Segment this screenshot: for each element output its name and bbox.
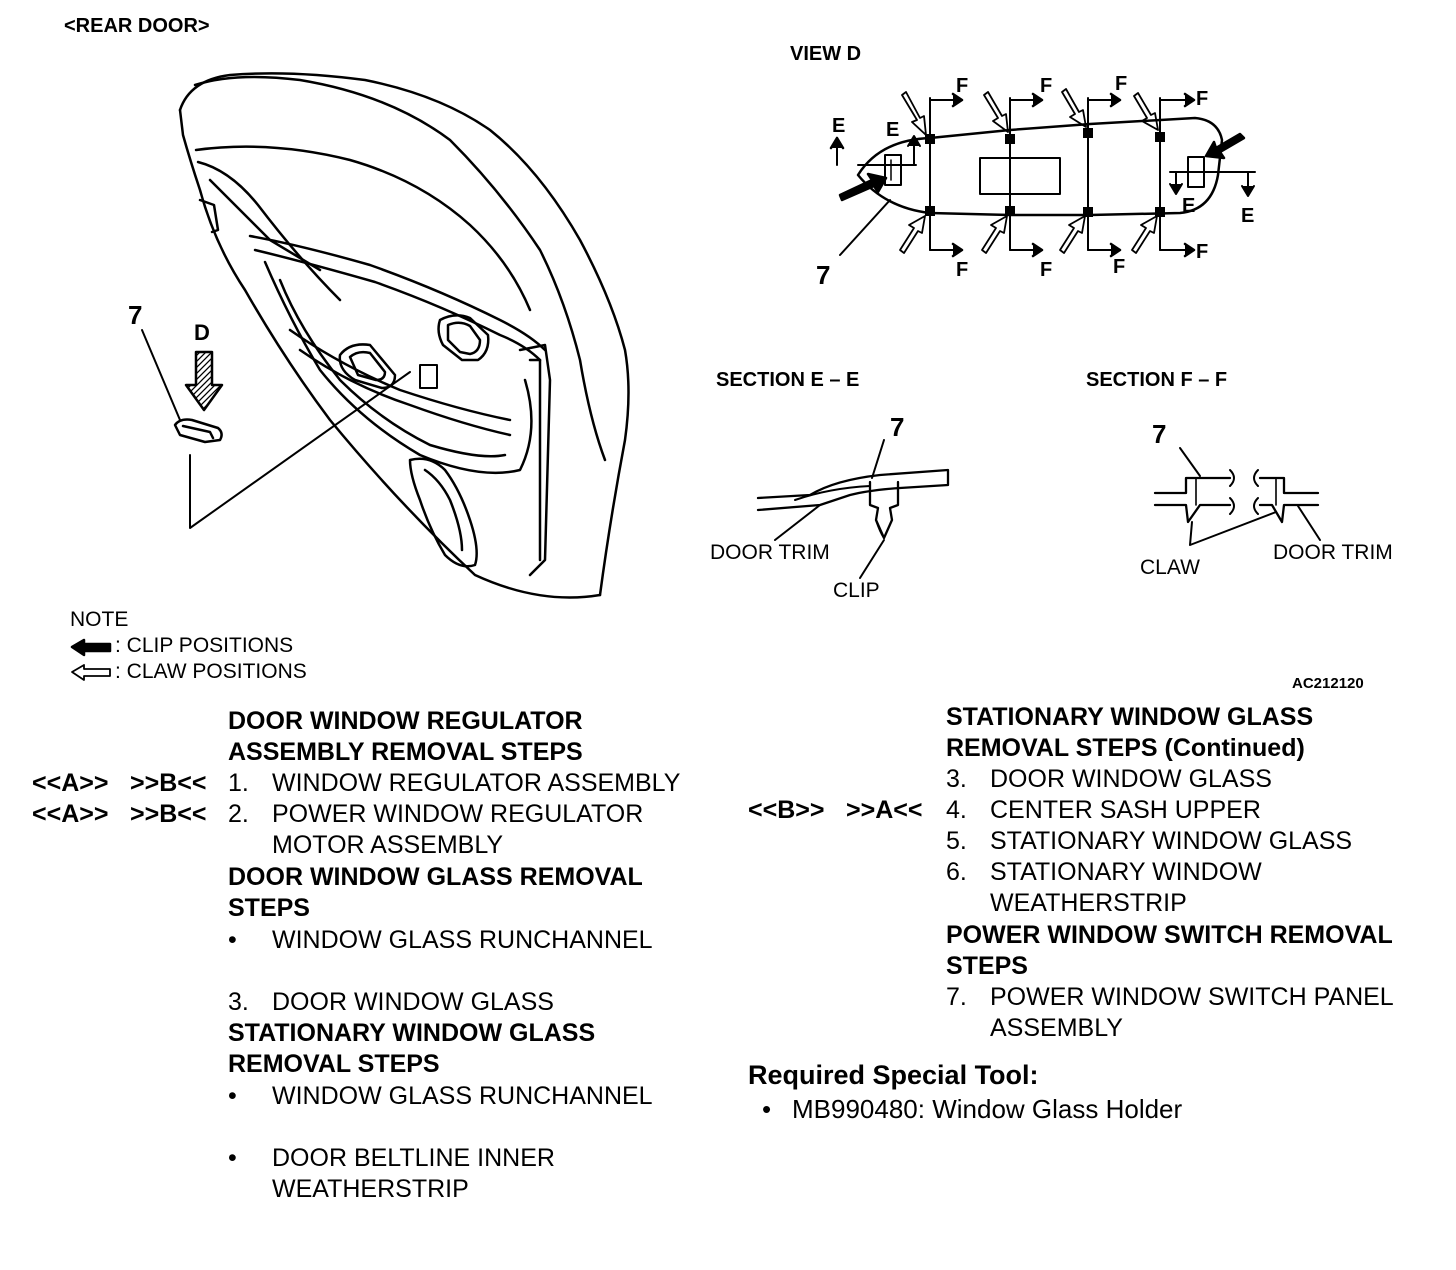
bullet: •: [762, 1094, 772, 1124]
bullet: •: [228, 1144, 237, 1172]
figure-code: AC212120: [1292, 675, 1364, 692]
bullet: •: [228, 1082, 237, 1110]
step-number: 4.: [946, 796, 967, 824]
e-label: E: [832, 115, 846, 137]
view-d-drawing: [829, 88, 1256, 258]
heading-regulator-removal-2: ASSEMBLY REMOVAL STEPS: [228, 738, 583, 766]
switch-panel-part: [141, 329, 411, 529]
f-label: F: [1196, 241, 1209, 263]
note-claw-positions: : CLAW POSITIONS: [115, 660, 307, 683]
heading-stationary-removal: STATIONARY WINDOW GLASS: [228, 1019, 596, 1047]
door-trim-label: DOOR TRIM: [710, 541, 830, 564]
step-window-glass-runchannel: WINDOW GLASS RUNCHANNEL: [272, 1082, 653, 1110]
bullet: •: [228, 926, 237, 954]
step-power-window-regulator: POWER WINDOW REGULATOR: [272, 800, 644, 828]
step-door-window-glass: DOOR WINDOW GLASS: [990, 765, 1272, 793]
step-stationary-window-glass: STATIONARY WINDOW GLASS: [990, 827, 1353, 855]
step-switch-panel-assembly: POWER WINDOW SWITCH PANEL: [990, 983, 1394, 1011]
f-label: F: [956, 259, 969, 281]
step-tag-a: <<A>>: [32, 800, 109, 828]
f-label: F: [956, 75, 969, 97]
step-number: 5.: [946, 827, 967, 855]
heading-stationary-removal-2: REMOVAL STEPS: [228, 1050, 440, 1078]
step-tag-b: >>B<<: [130, 800, 207, 828]
door-diagram: [70, 72, 1321, 681]
note-clip-positions: : CLIP POSITIONS: [115, 634, 294, 657]
step-tag-a: <<A>>: [32, 769, 109, 797]
f-label: F: [1040, 75, 1053, 97]
door-trim-label: DOOR TRIM: [1273, 541, 1393, 564]
e-label: E: [1241, 205, 1255, 227]
f-label: F: [1115, 73, 1128, 95]
claw-arrow-icon: [71, 664, 111, 681]
step-stationary-weatherstrip-2: WEATHERSTRIP: [990, 889, 1187, 917]
heading-stationary-continued-2: REMOVAL STEPS (Continued): [946, 734, 1305, 762]
step-window-regulator-assembly: WINDOW REGULATOR ASSEMBLY: [272, 769, 681, 797]
step-number: 7.: [946, 983, 967, 1011]
section-f-title: SECTION F – F: [1086, 369, 1228, 391]
step-number: 1.: [228, 769, 249, 797]
step-door-beltline-inner-2: WEATHERSTRIP: [272, 1175, 469, 1203]
note-title: NOTE: [70, 608, 129, 631]
section-f-part-7: 7: [1152, 419, 1167, 449]
view-d-part-7: 7: [816, 260, 831, 290]
step-stationary-weatherstrip: STATIONARY WINDOW: [990, 858, 1262, 886]
e-label: E: [886, 119, 900, 141]
step-door-window-glass: DOOR WINDOW GLASS: [272, 988, 554, 1016]
step-tag-b: >>B<<: [130, 769, 207, 797]
legend-arrows: [70, 638, 112, 681]
f-label: F: [1040, 259, 1053, 281]
f-label: F: [1113, 256, 1126, 278]
clip-label: CLIP: [833, 579, 880, 602]
step-center-sash-upper: CENTER SASH UPPER: [990, 796, 1261, 824]
view-d-letter: D: [194, 320, 210, 345]
section-f-drawing: [1153, 447, 1321, 546]
section-e-part-7: 7: [890, 412, 905, 442]
heading-regulator-removal: DOOR WINDOW REGULATOR: [228, 707, 583, 735]
f-label: F: [1196, 88, 1209, 110]
special-tool-heading: Required Special Tool:: [748, 1060, 1039, 1090]
section-e-title: SECTION E – E: [716, 369, 860, 391]
step-tag-b: <<B>>: [748, 796, 825, 824]
heading-switch-removal: POWER WINDOW SWITCH REMOVAL: [946, 921, 1393, 949]
part-number-7: 7: [128, 300, 143, 330]
heading-switch-removal-2: STEPS: [946, 952, 1028, 980]
step-window-glass-runchannel: WINDOW GLASS RUNCHANNEL: [272, 926, 653, 954]
section-e-drawing: [756, 439, 950, 579]
figure-header: <REAR DOOR>: [64, 15, 210, 37]
step-door-beltline-inner: DOOR BELTLINE INNER: [272, 1144, 555, 1172]
step-power-window-regulator-2: MOTOR ASSEMBLY: [272, 831, 504, 859]
step-tag-a: >>A<<: [846, 796, 923, 824]
clip-arrow-icon: [70, 638, 112, 657]
step-number: 3.: [946, 765, 967, 793]
view-d-title: VIEW D: [790, 43, 862, 65]
rear-door-drawing: [178, 72, 630, 599]
step-number: 3.: [228, 988, 249, 1016]
step-switch-panel-assembly-2: ASSEMBLY: [990, 1014, 1123, 1042]
e-label: E: [1182, 195, 1196, 217]
step-number: 6.: [946, 858, 967, 886]
special-tool-item: MB990480: Window Glass Holder: [792, 1094, 1183, 1124]
heading-stationary-continued: STATIONARY WINDOW GLASS: [946, 703, 1314, 731]
step-number: 2.: [228, 800, 249, 828]
claw-label: CLAW: [1140, 556, 1200, 579]
heading-door-glass-removal: DOOR WINDOW GLASS REMOVAL: [228, 863, 643, 891]
heading-door-glass-removal-2: STEPS: [228, 894, 310, 922]
